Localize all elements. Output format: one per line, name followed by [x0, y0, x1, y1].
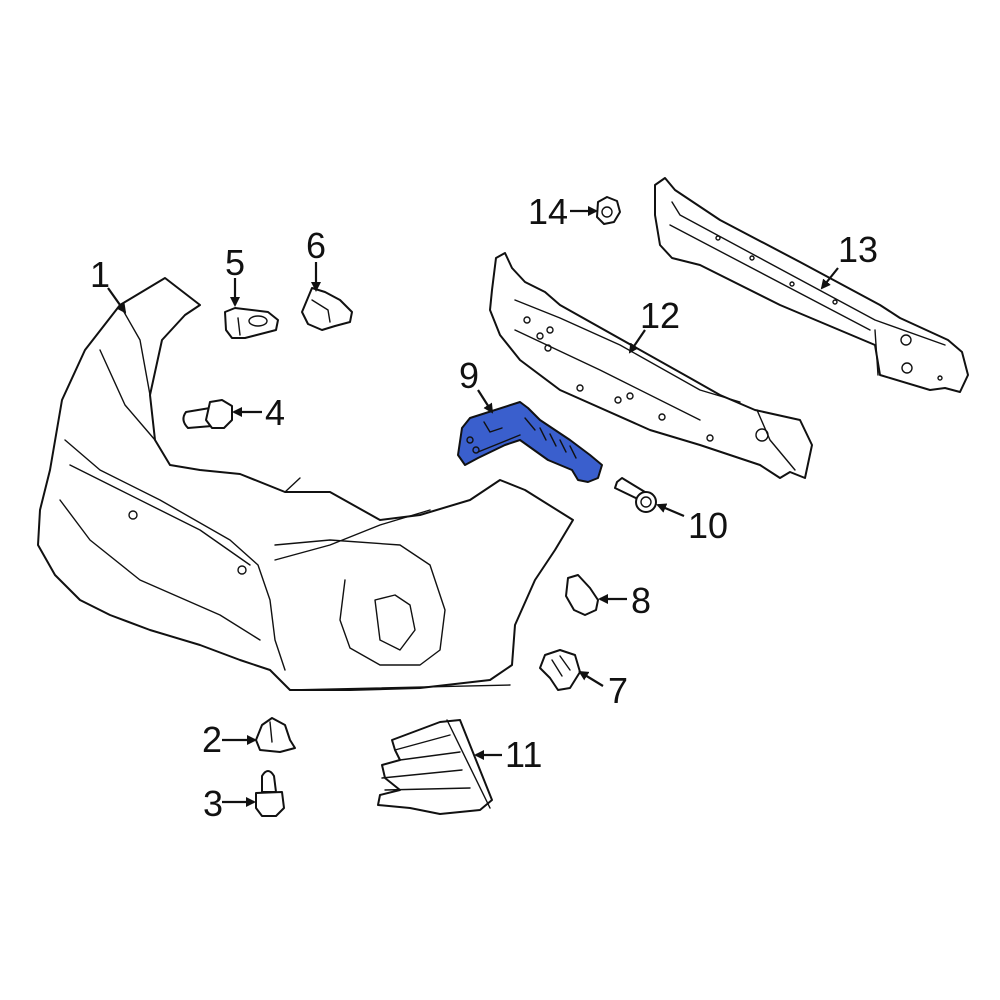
part-13-reinforcement-bar[interactable] [654, 177, 969, 393]
part-9-side-bracket-highlighted[interactable] [457, 401, 603, 483]
callout-8[interactable]: 8 [631, 580, 651, 621]
part-11-grille-insert[interactable] [377, 719, 493, 815]
part-2-clip[interactable] [255, 717, 296, 753]
part-10-screw[interactable] [614, 477, 657, 513]
part-8-push-retainer[interactable] [565, 574, 599, 616]
callout-labels: 1 2 3 4 5 6 7 8 9 10 11 12 13 14 [90, 191, 878, 824]
callout-12[interactable]: 12 [640, 295, 680, 336]
callout-14[interactable]: 14 [528, 191, 568, 232]
callout-10[interactable]: 10 [688, 505, 728, 546]
part-3-bolt[interactable] [255, 770, 285, 817]
callout-7[interactable]: 7 [608, 670, 628, 711]
callout-9[interactable]: 9 [459, 355, 479, 396]
part-12-absorber[interactable] [489, 252, 813, 479]
callout-2[interactable]: 2 [202, 719, 222, 760]
part-6-bracket[interactable] [301, 287, 353, 331]
part-4-bolt[interactable] [182, 399, 233, 429]
part-14-nut[interactable] [596, 196, 621, 225]
callout-6[interactable]: 6 [306, 225, 326, 266]
callout-11[interactable]: 11 [505, 734, 542, 775]
callout-4[interactable]: 4 [265, 392, 285, 433]
part-1-bumper-cover[interactable] [37, 277, 574, 691]
callout-1[interactable]: 1 [90, 254, 110, 295]
callout-arrows [107, 206, 839, 807]
part-5-retainer[interactable] [224, 307, 279, 339]
part-7-clip[interactable] [539, 649, 581, 691]
callout-13[interactable]: 13 [838, 229, 878, 270]
callout-3[interactable]: 3 [203, 783, 223, 824]
callout-5[interactable]: 5 [225, 242, 245, 283]
